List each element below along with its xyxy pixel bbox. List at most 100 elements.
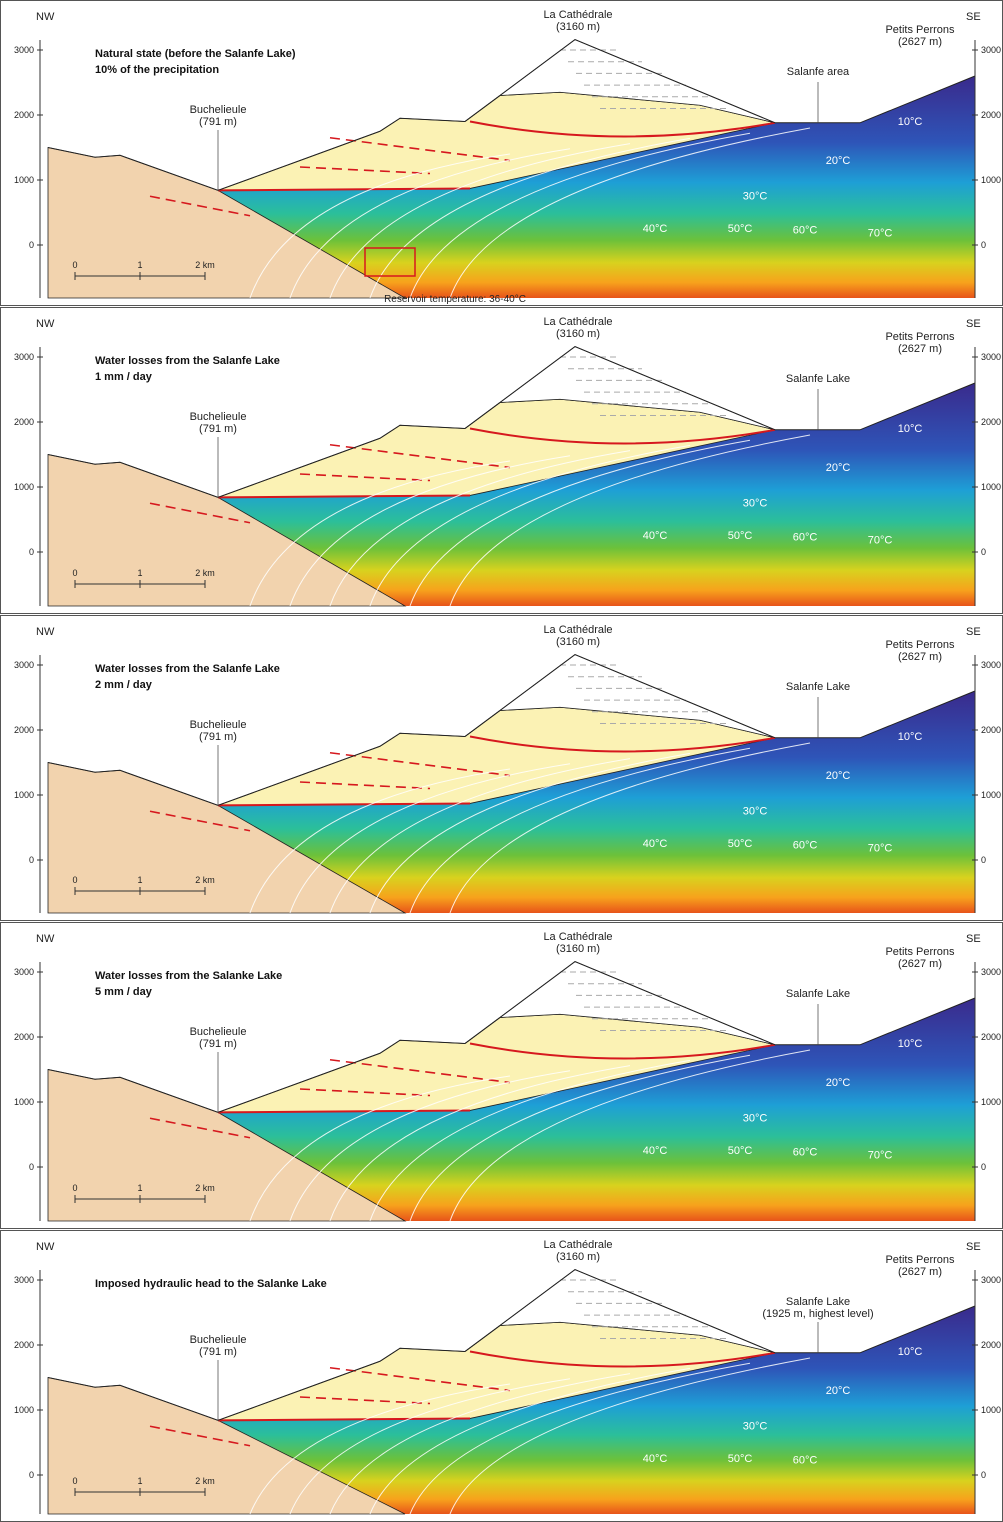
lake-label-sub: (1925 m, highest level) (762, 1308, 873, 1320)
scale-label: 0 (72, 1183, 77, 1193)
basal-thrust (217, 187, 471, 192)
right-peak-elevation: (2627 m) (898, 651, 942, 663)
panel-title: Natural state (before the Salanfe Lake) (95, 48, 296, 60)
peak-name: La Cathédrale (543, 624, 612, 636)
isotherm-label: 30°C (743, 806, 768, 818)
flow-line (409, 132, 751, 299)
y-tick-label: 2000 (14, 110, 34, 120)
peak-elevation: (3160 m) (556, 943, 600, 955)
flow-line (329, 143, 631, 299)
flow-line (449, 742, 811, 914)
isotherm-label: 50°C (728, 223, 753, 235)
isotherm-label: 30°C (743, 1113, 768, 1125)
y-tick-label-right: 3000 (981, 352, 1001, 362)
scale-label: 2 km (195, 1476, 215, 1486)
nw-label: NW (36, 318, 55, 330)
peak-elevation: (3160 m) (556, 636, 600, 648)
basal-thrust (217, 1109, 471, 1114)
nw-label: NW (36, 1241, 55, 1253)
flow-line (369, 752, 691, 914)
panel-title: Water losses from the Salanfe Lake (95, 663, 280, 675)
flow-line (329, 450, 631, 607)
valley-elevation: (791 m) (199, 1038, 237, 1050)
topography-line (47, 1269, 976, 1421)
y-tick-label: 0 (29, 547, 34, 557)
dashed-fault (299, 166, 431, 175)
flow-line (329, 1065, 631, 1222)
lake-label: Salanfe Lake (786, 1296, 850, 1308)
isotherm-label: 50°C (728, 1453, 753, 1465)
dashed-fault (149, 195, 251, 217)
reservoir-note: Reservoir temperature: 36-40°C (384, 294, 526, 305)
valley-name: Buchelieule (190, 104, 247, 116)
y-tick-label: 3000 (14, 1275, 34, 1285)
y-tick-label: 1000 (14, 1097, 34, 1107)
isotherm-label: 10°C (898, 1038, 923, 1050)
isotherm-label: 40°C (643, 530, 668, 542)
isotherm-label: 10°C (898, 116, 923, 128)
y-tick-label-right: 0 (981, 1162, 986, 1172)
isotherm-label: 20°C (826, 1385, 851, 1397)
isotherm-label: 50°C (728, 1145, 753, 1157)
right-peak-elevation: (2627 m) (898, 343, 942, 355)
flow-line (249, 460, 511, 607)
flow-line (369, 1059, 691, 1222)
valley-elevation: (791 m) (199, 423, 237, 435)
y-tick-label-right: 2000 (981, 1340, 1001, 1350)
flow-line (449, 1049, 811, 1222)
panel-subtitle: 1 mm / day (95, 371, 153, 383)
isotherm-label: 40°C (643, 838, 668, 850)
flow-line (369, 444, 691, 607)
right-peak-elevation: (2627 m) (898, 958, 942, 970)
scale-label: 1 (137, 568, 142, 578)
temperature-field (218, 1306, 975, 1514)
y-tick-label: 2000 (14, 417, 34, 427)
right-peak-name: Petits Perrons (885, 24, 955, 36)
scale-label: 2 km (195, 568, 215, 578)
y-tick-label: 3000 (14, 352, 34, 362)
lake-label: Salanfe area (787, 66, 850, 78)
isotherm-label: 20°C (826, 462, 851, 474)
nw-label: NW (36, 11, 55, 23)
y-tick-label: 2000 (14, 1340, 34, 1350)
panel-subtitle: 5 mm / day (95, 986, 153, 998)
valley-name: Buchelieule (190, 1026, 247, 1038)
scale-label: 2 km (195, 260, 215, 270)
flow-line (449, 127, 811, 299)
dashed-fault (329, 1058, 511, 1084)
se-label: SE (966, 318, 981, 330)
isotherm-label: 20°C (826, 770, 851, 782)
nw-label: NW (36, 626, 55, 638)
topography-line (47, 39, 976, 191)
topography-line (47, 346, 976, 498)
flow-line (249, 1383, 511, 1515)
temperature-field (218, 383, 975, 606)
lake-label: Salanfe Lake (786, 681, 850, 693)
y-tick-label-right: 3000 (981, 1275, 1001, 1285)
right-peak-name: Petits Perrons (885, 946, 955, 958)
flow-line (409, 747, 751, 914)
dashed-fault (149, 810, 251, 832)
y-tick-label-right: 0 (981, 855, 986, 865)
isotherm-label: 30°C (743, 191, 768, 203)
y-tick-label-right: 3000 (981, 967, 1001, 977)
se-label: SE (966, 933, 981, 945)
flow-line (289, 455, 571, 607)
y-tick-label-right: 0 (981, 547, 986, 557)
isotherm-label: 60°C (793, 1146, 818, 1158)
basal-thrust (217, 802, 471, 807)
right-peak-elevation: (2627 m) (898, 36, 942, 48)
topography-line (47, 961, 976, 1113)
scale-label: 0 (72, 1476, 77, 1486)
dashed-fault (299, 1396, 431, 1405)
peak-elevation: (3160 m) (556, 21, 600, 33)
flow-line (289, 1070, 571, 1222)
panel-title: Water losses from the Salanfe Lake (95, 355, 280, 367)
flow-line (409, 1054, 751, 1222)
flow-line (249, 768, 511, 914)
isotherm-label: 70°C (868, 535, 893, 547)
